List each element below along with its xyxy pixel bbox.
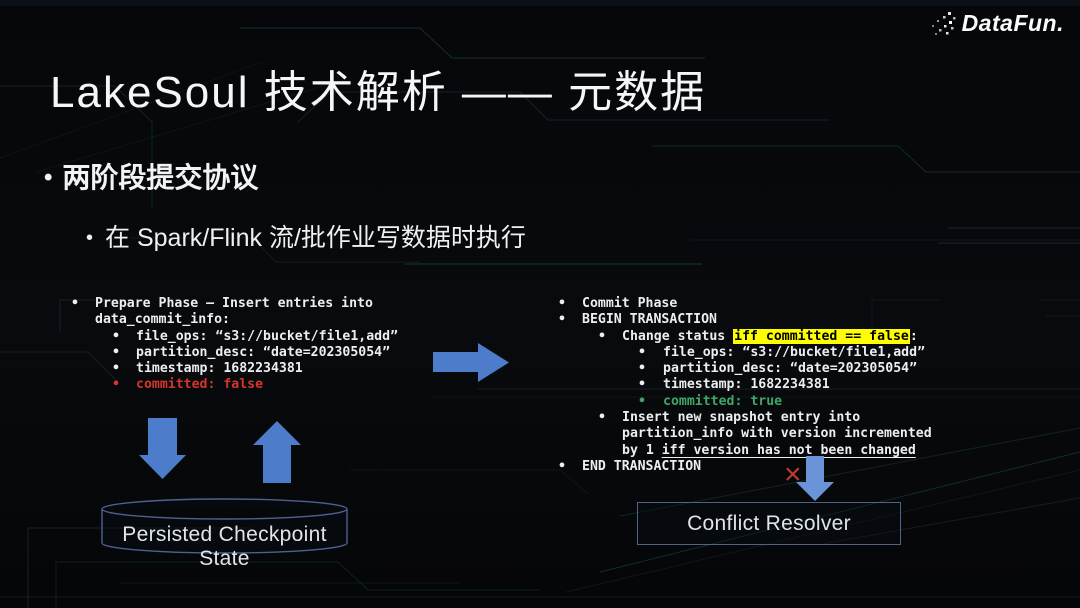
- datafun-logo: DataFun.: [929, 10, 1064, 37]
- bullet-icon: •: [638, 344, 646, 360]
- prepare-phase-title: Prepare Phase – Insert entries into: [95, 296, 373, 311]
- bullet-icon: •: [112, 328, 120, 344]
- insert-line3-prefix: by 1: [622, 442, 662, 458]
- bullet-icon: •: [558, 296, 566, 311]
- bullet-icon: •: [112, 361, 120, 377]
- insert-snapshot-line2: partition_info with version incremented: [622, 426, 932, 442]
- bullet-icon: •: [71, 296, 79, 311]
- prepare-timestamp: timestamp: 1682234381: [136, 361, 303, 377]
- code-line: • partition_desc: “date=202305054”: [555, 361, 975, 377]
- code-line: partition_info with version incremented: [555, 426, 975, 442]
- change-status-line: Change status iff committed == false:: [622, 328, 918, 344]
- conflict-resolver-box: Conflict Resolver: [637, 502, 901, 545]
- code-line: • timestamp: 1682234381: [555, 377, 975, 393]
- code-line: • partition_desc: “date=202305054”: [60, 345, 460, 361]
- commit-file-ops: file_ops: “s3://bucket/file1,add”: [663, 344, 926, 360]
- subheading-text: 在 Spark/Flink 流/批作业写数据时执行: [105, 224, 526, 252]
- arrow-up-icon: [253, 421, 301, 483]
- prepare-partition-desc: partition_desc: “date=202305054”: [136, 344, 391, 360]
- code-line: • Prepare Phase – Insert entries into: [60, 296, 460, 312]
- insert-snapshot-line1: Insert new snapshot entry into: [622, 410, 861, 426]
- datafun-logo-text: DataFun.: [961, 10, 1064, 36]
- code-line: • timestamp: 1682234381: [60, 361, 460, 377]
- top-edge-strip: [0, 0, 1080, 6]
- commit-partition-desc: partition_desc: “date=202305054”: [663, 361, 918, 377]
- bullet-icon: •: [86, 227, 94, 249]
- heading-text: 两阶段提交协议: [62, 162, 259, 193]
- begin-transaction: BEGIN TRANSACTION: [582, 312, 717, 328]
- conflict-x-icon: ×: [784, 458, 802, 491]
- commit-committed-true: committed: true: [663, 393, 783, 409]
- bullet-icon: •: [598, 328, 606, 344]
- code-line: • Change status iff committed == false:: [555, 328, 975, 345]
- bullet-icon: •: [638, 377, 646, 393]
- code-line: • BEGIN TRANSACTION: [555, 312, 975, 328]
- bullet-icon: •: [558, 458, 566, 474]
- commit-phase-title: Commit Phase: [582, 296, 678, 311]
- persisted-checkpoint-label: Persisted Checkpoint State: [122, 523, 327, 570]
- change-status-prefix: Change status: [622, 328, 734, 344]
- bullet-icon: •: [44, 164, 53, 191]
- end-transaction: END TRANSACTION: [582, 458, 702, 474]
- prepare-file-ops: file_ops: “s3://bucket/file1,add”: [136, 328, 399, 344]
- code-line: • END TRANSACTION: [555, 459, 975, 475]
- bullet-icon: •: [598, 410, 606, 426]
- bullet-icon: •: [638, 361, 646, 377]
- prepare-phase-title-wrap: data_commit_info:: [95, 312, 230, 328]
- change-status-suffix: :: [909, 328, 918, 344]
- insert-snapshot-line3: by 1 iff version has not been changed: [622, 443, 916, 458]
- code-line: data_commit_info:: [60, 312, 460, 328]
- bullet-icon: •: [112, 377, 120, 393]
- bullet-icon: •: [112, 344, 120, 360]
- heading-two-phase-commit: • 两阶段提交协议: [44, 156, 258, 196]
- arrow-down-icon: [139, 418, 186, 479]
- subheading-spark-flink: • 在 Spark/Flink 流/批作业写数据时执行: [86, 218, 526, 254]
- datafun-dots-icon: [931, 11, 956, 35]
- iff-version-underlined: iff version has not been changed: [661, 442, 916, 458]
- page-title: LakeSoul 技术解析 —— 元数据: [50, 68, 707, 117]
- code-line: • committed: false: [60, 377, 460, 393]
- code-line: • file_ops: “s3://bucket/file1,add”: [555, 345, 975, 361]
- conflict-resolver-label: Conflict Resolver: [687, 511, 851, 535]
- bullet-icon: •: [558, 312, 566, 328]
- code-line: • Commit Phase: [555, 296, 975, 312]
- code-line: • Insert new snapshot entry into: [555, 410, 975, 426]
- bullet-icon: •: [638, 393, 646, 409]
- commit-phase-block: • Commit Phase • BEGIN TRANSACTION • Cha…: [555, 296, 975, 475]
- code-line: • file_ops: “s3://bucket/file1,add”: [60, 329, 460, 345]
- prepare-committed-false: committed: false: [136, 377, 264, 393]
- prepare-phase-block: • Prepare Phase – Insert entries into da…: [60, 296, 460, 394]
- code-line: by 1 iff version has not been changed: [555, 443, 975, 459]
- code-line: • committed: true: [555, 394, 975, 410]
- commit-timestamp: timestamp: 1682234381: [663, 377, 830, 393]
- iff-committed-highlight: iff committed == false: [733, 328, 910, 344]
